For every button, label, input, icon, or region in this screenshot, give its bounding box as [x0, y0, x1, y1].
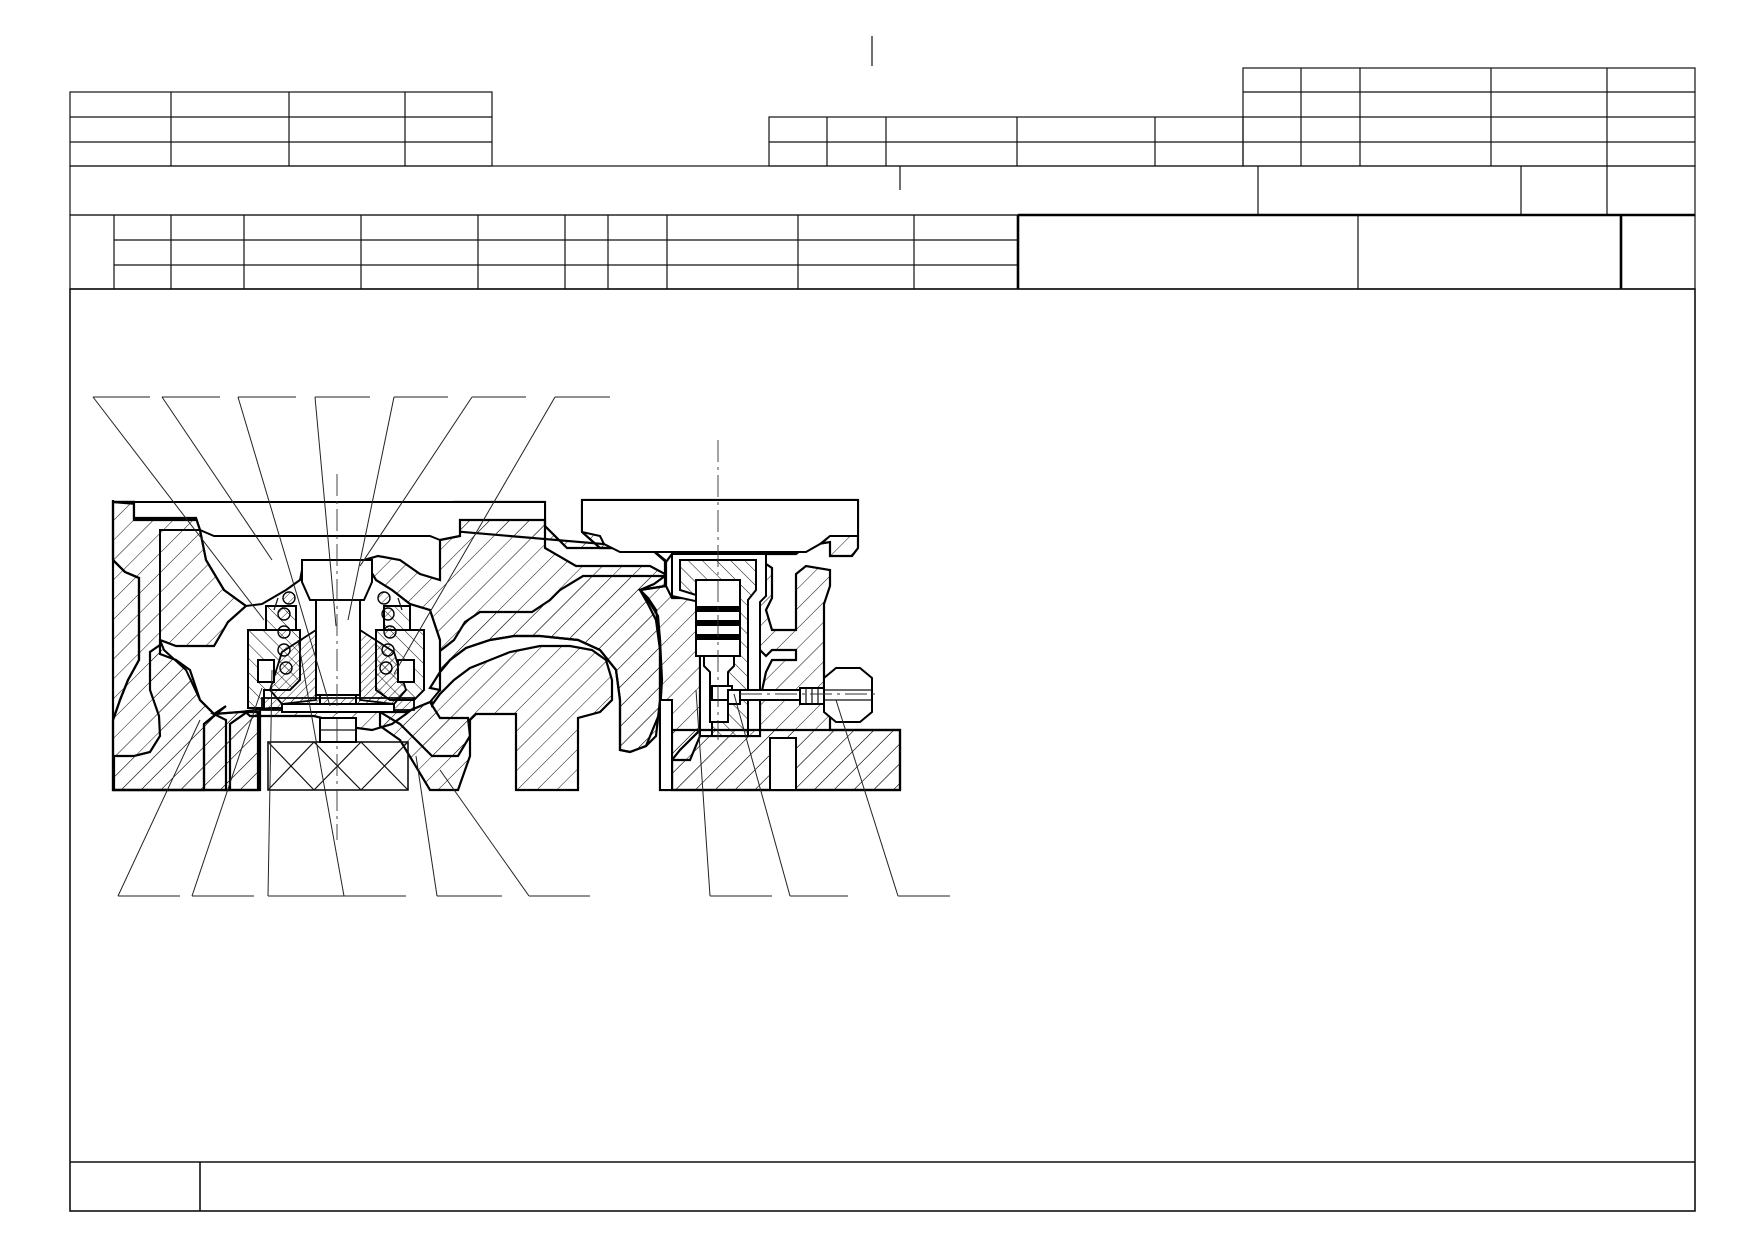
header-forms — [69, 36, 1696, 290]
stamp-block — [1016, 213, 1696, 290]
spring-coils — [273, 591, 403, 675]
upper-right-table — [1242, 67, 1696, 167]
callouts-bottom — [117, 639, 950, 897]
main-frame — [69, 288, 1696, 1212]
callouts-top — [92, 396, 610, 707]
workpiece-block — [267, 741, 409, 791]
operation-table — [69, 214, 1019, 290]
centre-foot — [281, 703, 395, 713]
lower-support-right — [378, 700, 472, 792]
housing-left-wall — [111, 500, 248, 792]
fixture-cross-section — [111, 440, 902, 840]
right-top-recess — [581, 499, 859, 553]
upper-middle-table — [768, 116, 1244, 167]
title-band — [69, 165, 1696, 216]
right-base-slot — [769, 737, 797, 791]
housing-right-wall — [362, 518, 667, 754]
upper-left-table — [69, 91, 493, 167]
